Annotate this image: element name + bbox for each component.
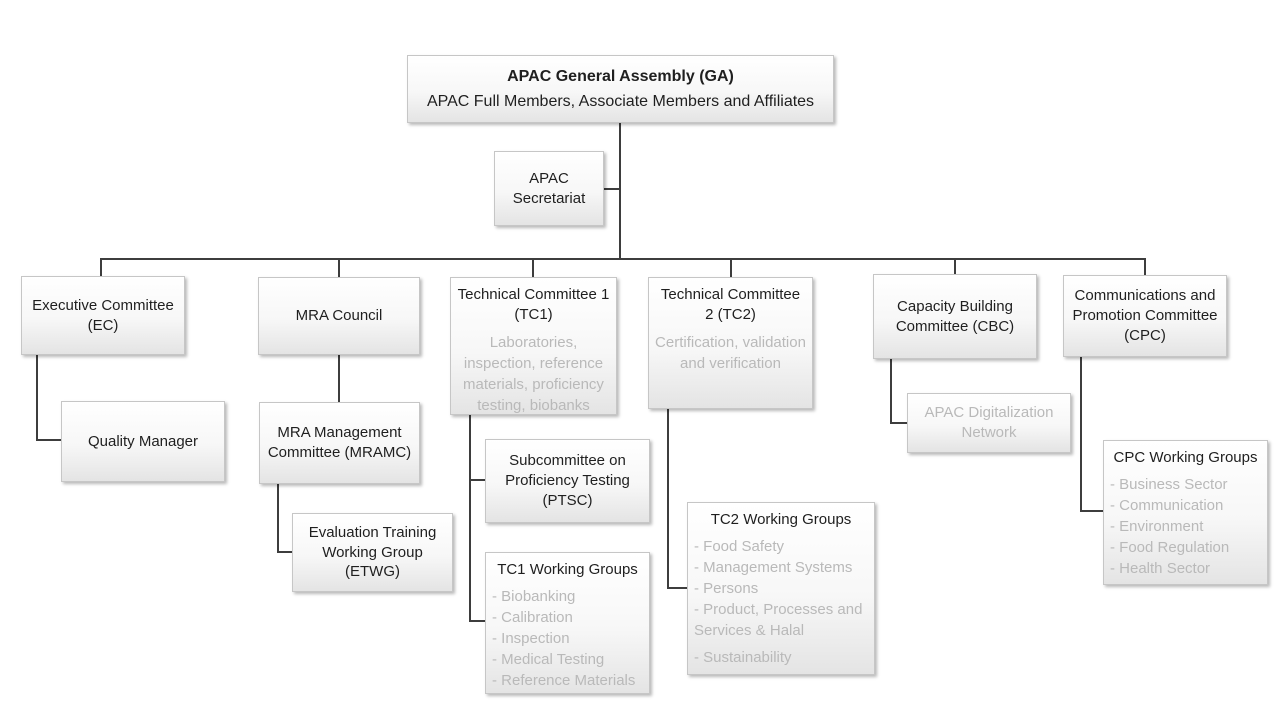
node-cpc-working-groups: CPC Working Groups - Business Sector - C… (1103, 440, 1268, 585)
tc1-description: Laboratories, inspection, reference mate… (463, 333, 604, 414)
tc2-title: Technical Committee 2 (TC2) (660, 286, 801, 323)
tc1-wg-item: - Inspection (492, 629, 570, 647)
ptsc-title: Subcommittee on Proficiency Testing (PTS… (505, 452, 630, 509)
tc1-wg-item: - Reference Materials (492, 671, 636, 689)
cpc-title: Communications and Promotion Committee (… (1072, 287, 1218, 344)
cpc-wg-item: - Communication (1110, 496, 1224, 514)
tc1-wg-item: - Biobanking (492, 587, 576, 605)
mra-council-title: MRA Council (295, 307, 383, 325)
node-mramc: MRA Management Committee (MRAMC) (259, 402, 420, 484)
connector-cpc-wg (1080, 510, 1104, 512)
node-ptsc: Subcommittee on Proficiency Testing (PTS… (485, 439, 650, 523)
node-tc1: Technical Committee 1 (TC1) Laboratories… (450, 277, 617, 415)
connector-drop-cbc (954, 258, 956, 275)
tc2-wg-item: - Management Systems (694, 558, 853, 576)
connector-tc1-vertical (469, 415, 471, 622)
tc2-wg-item: - Product, Processes and Services & Hala… (694, 600, 863, 639)
general-assembly-subtitle: APAC Full Members, Associate Members and… (426, 93, 815, 110)
cpc-wg-title: CPC Working Groups (1113, 449, 1258, 466)
cpc-wg-items: - Business Sector - Communication - Envi… (1110, 474, 1261, 579)
adn-title: APAC Digitalization Network (924, 404, 1054, 441)
connector-drop-tc2 (730, 258, 732, 278)
connector-cbc-adn-vertical (890, 359, 892, 424)
cpc-wg-item: - Food Regulation (1110, 538, 1230, 556)
tc2-wg-items: - Food Safety - Management Systems - Per… (694, 536, 868, 668)
tc2-wg-item: - Food Safety (694, 537, 785, 555)
connector-ec-qm-horizontal (36, 439, 62, 441)
cpc-wg-item: - Environment (1110, 517, 1204, 535)
mramc-title: MRA Management Committee (MRAMC) (267, 424, 412, 461)
tc1-wg-item: - Calibration (492, 608, 573, 626)
connector-mra-mramc (338, 355, 340, 403)
node-tc2: Technical Committee 2 (TC2) Certificatio… (648, 277, 813, 409)
tc2-description: Certification, validation and verificati… (655, 333, 806, 372)
connector-ga-trunk (619, 123, 621, 259)
connector-tc2-vertical (667, 409, 669, 589)
connector-tc1-ptsc (469, 479, 486, 481)
tc1-wg-item: - Medical Testing (492, 650, 605, 668)
connector-cbc-adn-horizontal (890, 422, 908, 424)
connector-ec-qm-vertical (36, 355, 38, 441)
cbc-title: Capacity Building Committee (CBC) (895, 297, 1015, 335)
tc2-wg-item: - Persons (694, 579, 759, 597)
general-assembly-title: APAC General Assembly (GA) (507, 67, 734, 85)
node-apac-digitalization-network: APAC Digitalization Network (907, 393, 1071, 453)
connector-drop-ec (100, 258, 102, 277)
node-secretariat: APAC Secretariat (494, 151, 604, 226)
secretariat-title: APAC Secretariat (512, 169, 586, 207)
node-tc2-working-groups: TC2 Working Groups - Food Safety - Manag… (687, 502, 875, 675)
etwg-title: Evaluation Training Working Group (ETWG) (308, 523, 437, 581)
quality-manager-title: Quality Manager (87, 432, 199, 450)
connector-drop-cpc (1144, 258, 1146, 276)
tc1-wg-title: TC1 Working Groups (497, 561, 638, 578)
node-tc1-working-groups: TC1 Working Groups - Biobanking - Calibr… (485, 552, 650, 694)
node-executive-committee: Executive Committee (EC) (21, 276, 185, 355)
connector-tc2-wg (667, 587, 688, 589)
connector-mramc-etwg-vertical (277, 484, 279, 553)
tc1-wg-items: - Biobanking - Calibration - Inspection … (492, 586, 643, 691)
tc2-wg-item: - Sustainability (694, 648, 792, 666)
node-mra-council: MRA Council (258, 277, 420, 355)
connector-secretariat (604, 188, 621, 190)
tc2-wg-title: TC2 Working Groups (710, 511, 852, 528)
cpc-wg-item: - Business Sector (1110, 475, 1228, 493)
node-etwg: Evaluation Training Working Group (ETWG) (292, 513, 453, 592)
node-general-assembly: APAC General Assembly (GA) APAC Full Mem… (407, 55, 834, 123)
connector-cpc-vertical (1080, 357, 1082, 512)
connector-main-horizontal (100, 258, 1146, 260)
node-quality-manager: Quality Manager (61, 401, 225, 482)
connector-drop-mra (338, 258, 340, 278)
tc1-title: Technical Committee 1 (TC1) (457, 286, 610, 323)
connector-tc1-wg (469, 620, 486, 622)
node-communications-promotion-committee: Communications and Promotion Committee (… (1063, 275, 1227, 357)
executive-committee-title: Executive Committee (EC) (32, 296, 174, 334)
cpc-wg-item: - Health Sector (1110, 559, 1211, 577)
connector-mramc-etwg-horizontal (277, 551, 293, 553)
connector-drop-tc1 (532, 258, 534, 278)
node-capacity-building-committee: Capacity Building Committee (CBC) (873, 274, 1037, 359)
